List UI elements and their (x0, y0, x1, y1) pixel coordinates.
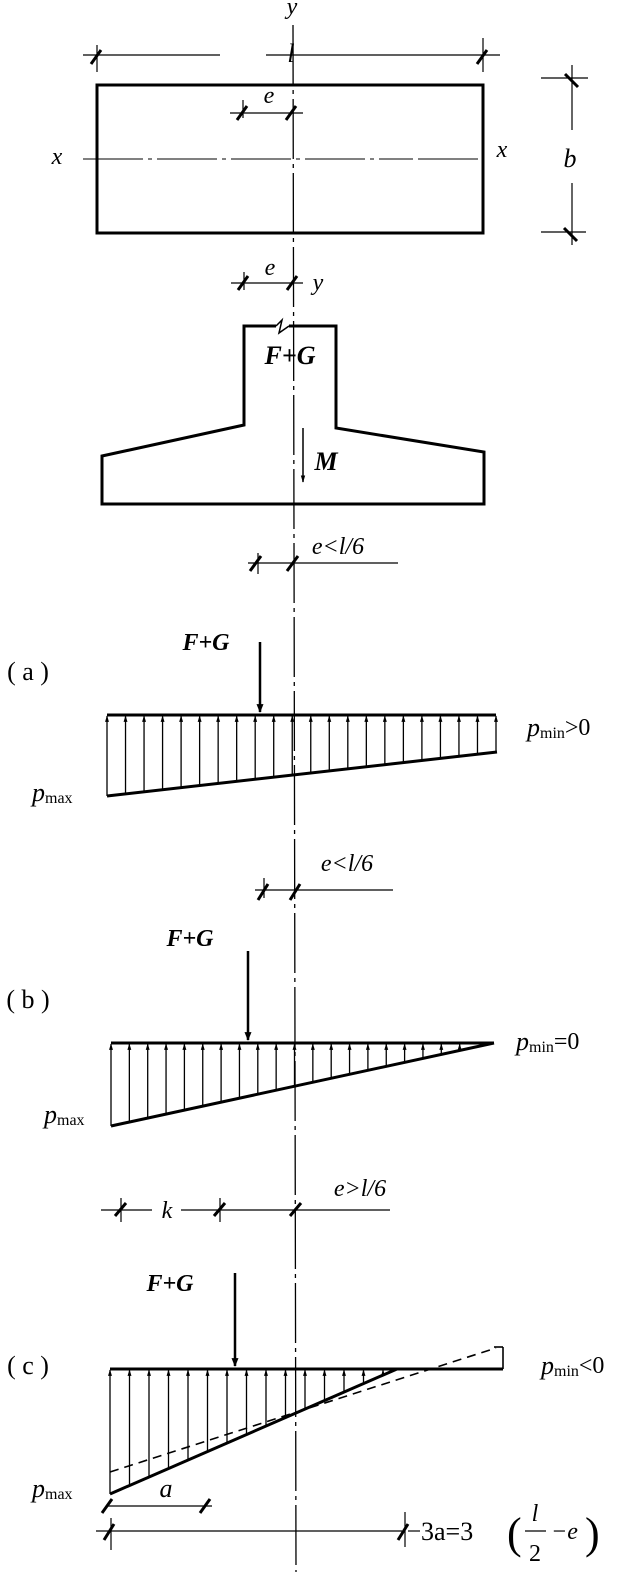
case-b-load-label: F+G (165, 926, 214, 952)
y-axis-label-bottom: y (311, 270, 324, 296)
eccentricity-dimension-plan: e (230, 83, 303, 121)
case-a-tag: ( a ) (7, 657, 49, 686)
case-b-pmin-label: pmin=0 (514, 1027, 579, 1056)
case-c-load-label: F+G (145, 1271, 194, 1297)
case-b-pressure-arrows (109, 1043, 462, 1126)
case-c-pmax-label: pmax (30, 1474, 73, 1503)
case-b-pressure-line (110, 1041, 495, 1128)
footing-section-outline (100, 324, 486, 506)
case-b-eccentricity-dimension: e<l/6 (255, 851, 393, 901)
fraction-suffix: −e (551, 1519, 578, 1545)
case-c-k-dimension: k e>l/6 (101, 1176, 390, 1224)
plan-view: y l x x e (51, 0, 588, 296)
case-a-pmax-label: pmax (30, 778, 73, 807)
case-c-pressure-arrows (108, 1369, 385, 1494)
case-a-pressure-arrows (105, 715, 498, 796)
case-a-eccentricity-condition: e<l/6 (312, 534, 364, 560)
case-b-eccentricity-condition: e<l/6 (321, 851, 373, 877)
fraction-numerator: l (532, 1501, 539, 1527)
a-label: a (160, 1474, 173, 1503)
width-dimension: b (541, 65, 588, 245)
contact-length-label: 3a=3 (421, 1517, 473, 1546)
contact-length-dimension: 3a=3 ( l 2 −e ) (96, 1501, 600, 1567)
case-a-pmin-label: pmin>0 (525, 713, 590, 742)
length-label: l (287, 39, 294, 68)
center-axis (292, 24, 297, 1572)
case-b-tag: ( b ) (6, 985, 49, 1014)
eccentricity-label-plan: e (264, 83, 275, 109)
right-paren: ) (585, 1509, 600, 1558)
section-load-label: F+G (264, 341, 316, 370)
y-axis-label-top: y (285, 0, 298, 20)
case-c-pmin-label: pmin<0 (539, 1351, 604, 1380)
width-label: b (564, 144, 577, 173)
case-a-diagram: ( a ) F+G pmax pmin>0 (7, 630, 590, 807)
a-dimension: a (100, 1474, 212, 1514)
case-b-diagram: ( b ) F+G pmax pmin=0 (6, 926, 579, 1129)
case-c-pressure-line (109, 1367, 398, 1496)
case-a-pressure-line (106, 750, 498, 798)
left-paren: ( (507, 1509, 522, 1558)
length-dimension: l (83, 38, 500, 72)
case-c-tag: ( c ) (7, 1351, 49, 1380)
case-b-pmax-label: pmax (42, 1100, 85, 1129)
x-axis-label-left: x (51, 144, 63, 170)
section-view: F+G M e<l/6 (100, 317, 486, 574)
eccentricity-label-below: e (265, 255, 276, 281)
eccentricity-dimension-below: e y (231, 255, 324, 296)
case-c-diagram: ( c ) F+G pmax pmin<0 a 3a=3 ( l (7, 1271, 604, 1567)
case-a-load-label: F+G (181, 630, 230, 656)
case-c-eccentricity-condition: e>l/6 (334, 1176, 386, 1202)
moment-label: M (313, 447, 338, 476)
fraction-denominator: 2 (529, 1541, 541, 1567)
x-axis-label-right: x (496, 137, 508, 163)
k-label: k (162, 1198, 173, 1224)
break-line-icon (275, 317, 290, 335)
